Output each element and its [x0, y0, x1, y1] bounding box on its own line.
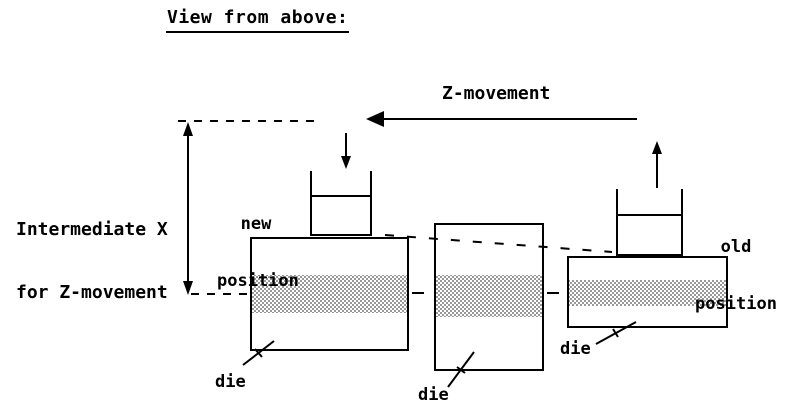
intermediate-x-label: Intermediate X for Z-movement: [16, 177, 168, 345]
die-middle: [434, 223, 544, 371]
die-right-label: die: [560, 339, 591, 359]
old-position-label-line2: position: [695, 294, 777, 314]
z-movement-label: Z-movement: [442, 83, 551, 104]
dashed-line-die-tops: [384, 234, 613, 253]
pickup-tool-new-position: [310, 171, 372, 236]
die-left: [250, 237, 409, 351]
new-position-label: new position: [217, 177, 299, 329]
new-position-label-line2: position: [217, 271, 299, 291]
intermediate-x-label-line1: Intermediate X: [16, 219, 168, 240]
die-middle-label: die: [418, 385, 449, 405]
z-movement-arrow-icon: [366, 111, 637, 127]
intermediate-x-label-line2: for Z-movement: [16, 282, 168, 303]
up-arrow-icon: [652, 141, 662, 188]
die-middle-leader-line: [447, 351, 475, 388]
pickup-tool-old-position: [616, 189, 683, 256]
die-right-leader-line: [595, 321, 637, 345]
die-right: [567, 256, 728, 328]
down-arrow-icon: [341, 133, 351, 169]
die-left-leader-line: [242, 340, 275, 366]
dashed-line-bottom: [191, 292, 559, 295]
intermediate-x-double-arrow-icon: [183, 122, 193, 295]
old-position-label: old position: [690, 200, 782, 352]
old-position-label-line1: old: [720, 237, 752, 257]
page-title: View from above:: [166, 7, 350, 33]
die-left-label: die: [215, 372, 246, 392]
new-position-label-line1: new: [240, 214, 272, 234]
